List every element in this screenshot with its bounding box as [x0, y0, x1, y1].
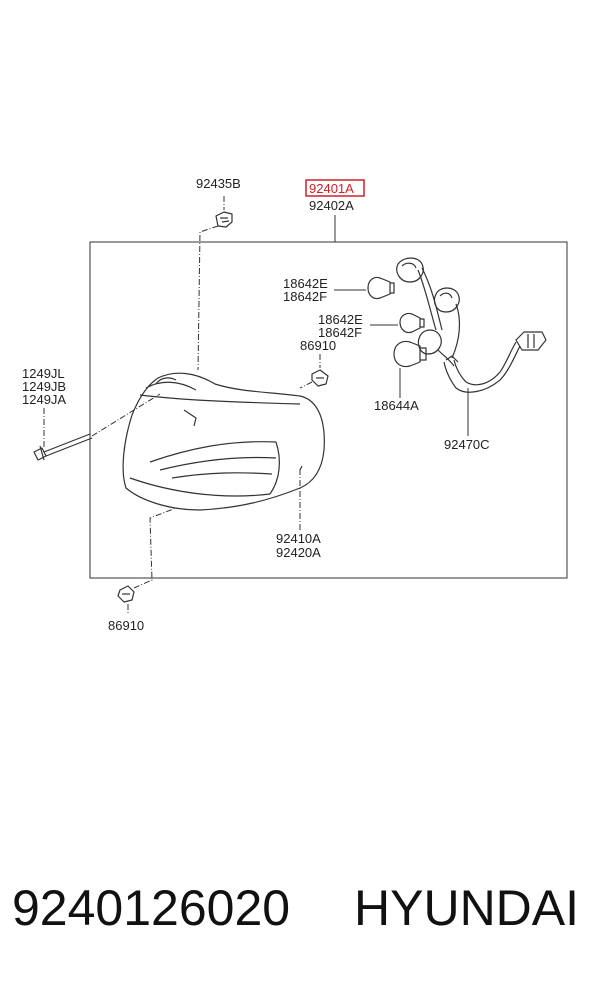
- label-92401A[interactable]: 92401A: [309, 181, 354, 196]
- label-92420A: 92420A: [276, 545, 321, 560]
- clip-92435B-part: [215, 211, 233, 228]
- label-92402A: 92402A: [309, 198, 354, 213]
- label-1249JA: 1249JA: [22, 392, 66, 407]
- label-1249JL: 1249JL: [22, 366, 65, 381]
- label-18644A: 18644A: [374, 398, 419, 413]
- bulb-18642-upper-part: [367, 276, 395, 300]
- leader-86910-top: [299, 354, 321, 389]
- label-92410A: 92410A: [276, 531, 321, 546]
- nut-86910-top-part: [311, 369, 329, 387]
- label-92470C: 92470C: [444, 437, 490, 452]
- assembly-frame: [89, 241, 568, 579]
- label-18642F-upper: 18642F: [283, 289, 327, 304]
- nut-86910-bottom-part: [117, 585, 135, 603]
- bulb-18642-middle-part: [399, 312, 425, 334]
- label-1249JB: 1249JB: [22, 379, 66, 394]
- wiring-harness-92470C-part: [396, 257, 547, 393]
- label-86910-top: 86910: [300, 338, 336, 353]
- leader-92435B: [197, 196, 225, 371]
- label-86910-bottom: 86910: [108, 618, 144, 633]
- tail-lamp-housing: [122, 372, 325, 511]
- brand-name: HYUNDAI: [354, 880, 580, 936]
- highlight-box: [305, 179, 365, 197]
- label-18642E-middle: 18642E: [318, 312, 363, 327]
- screw-1249J-part: [33, 433, 93, 461]
- leader-86910-bottom: [127, 507, 177, 614]
- bulb-18644A-part: [393, 340, 427, 368]
- part-number: 9240126020: [12, 880, 291, 936]
- label-18642F-middle: 18642F: [318, 325, 362, 340]
- leader-1249J: [43, 393, 161, 448]
- footer: 9240126020 HYUNDAI: [0, 872, 600, 952]
- label-18642E-upper: 18642E: [283, 276, 328, 291]
- label-92435B: 92435B: [196, 176, 241, 191]
